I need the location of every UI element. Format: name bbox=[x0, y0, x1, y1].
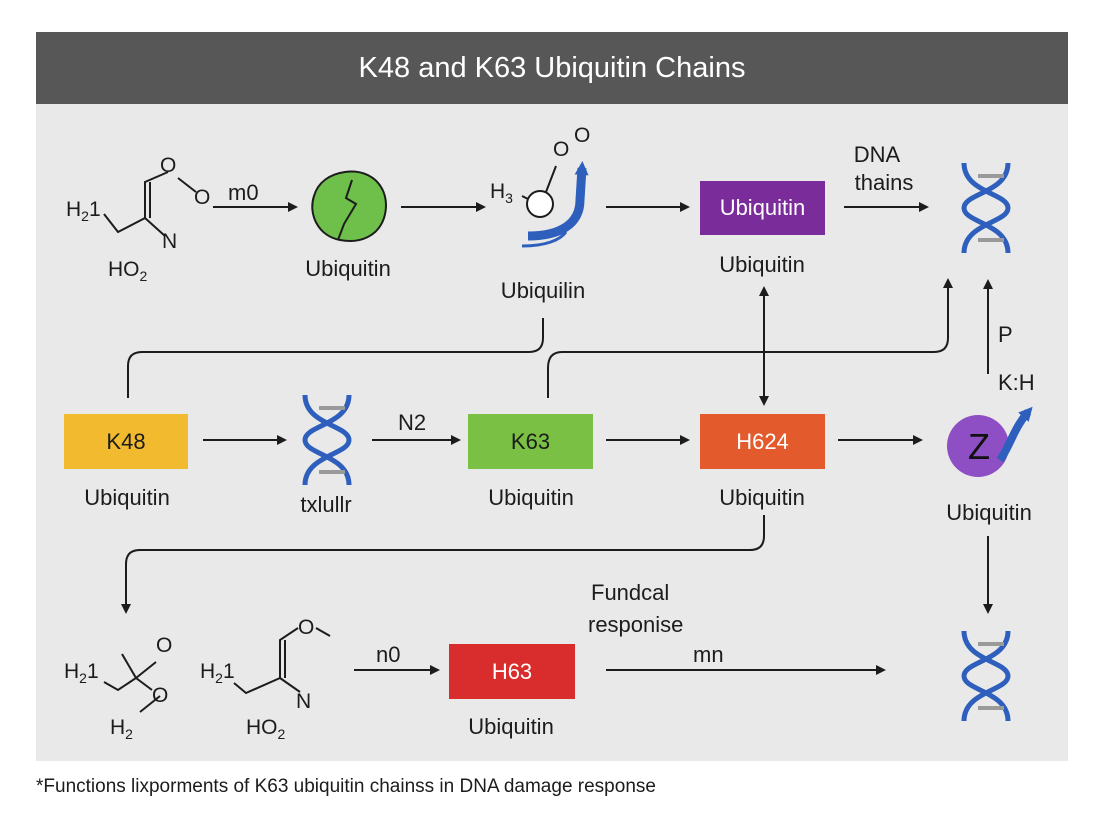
fund-label-2: responise bbox=[588, 612, 684, 637]
molecule-3-structure bbox=[103, 653, 161, 713]
h624-label: Ubiquitin bbox=[719, 485, 805, 510]
mol3-h2-label: H2 bbox=[110, 716, 133, 743]
dna-arrow-label-2: thains bbox=[854, 170, 914, 195]
dna-helix-icon bbox=[302, 394, 352, 486]
fund-label-1: Fundcal bbox=[591, 580, 670, 605]
mol2-label: Ubiquilin bbox=[500, 278, 586, 303]
mol2-h3-label: H3 bbox=[490, 180, 513, 207]
arrow1-label: m0 bbox=[228, 180, 259, 205]
k48-box: K48 bbox=[64, 414, 188, 469]
mol1-o-right: O bbox=[194, 186, 211, 209]
mn-label: mn bbox=[693, 642, 724, 667]
mol2-o2: O bbox=[574, 124, 591, 147]
z-glyph: Z bbox=[968, 426, 990, 467]
p-label: P bbox=[998, 322, 1013, 347]
k48-label: Ubiquitin bbox=[84, 485, 170, 510]
molecule-2-structure bbox=[521, 165, 557, 218]
z-label: Ubiquitin bbox=[946, 500, 1032, 525]
molecule-1-structure bbox=[103, 171, 197, 237]
mol4-h21-label: H21 bbox=[200, 660, 235, 687]
k63-box: K63 bbox=[468, 414, 593, 469]
mol3-h21-label: H21 bbox=[64, 660, 99, 687]
mol3-o2: O bbox=[152, 684, 169, 707]
connector-mol2-to-k48 bbox=[127, 318, 544, 398]
connector-h624-to-row3 bbox=[121, 515, 765, 614]
dna-helix-icon bbox=[961, 162, 1011, 254]
mol1-n: N bbox=[162, 230, 178, 253]
connector-k63-to-dna bbox=[547, 278, 953, 398]
green-protein-icon bbox=[311, 170, 387, 242]
diagram-title: K48 and K63 Ubiquitin Chains bbox=[36, 32, 1068, 104]
molecule-4-structure bbox=[233, 627, 331, 695]
footnote: *Functions lixporments of K63 ubiquitin … bbox=[36, 776, 656, 797]
h624-box: H624 bbox=[700, 414, 825, 469]
mol4-o: O bbox=[298, 616, 315, 639]
n2-label: N2 bbox=[398, 410, 427, 435]
mol1-o-top: O bbox=[160, 154, 177, 177]
purple-box-label: Ubiquitin bbox=[719, 252, 805, 277]
mol4-ho2-label: HO2 bbox=[246, 716, 286, 743]
dna-arrow-label-1: DNA bbox=[853, 142, 901, 167]
kh-label: K:H bbox=[998, 370, 1035, 395]
z-protein-icon bbox=[947, 406, 1033, 477]
ubiquitin-purple-box: Ubiquitin bbox=[700, 181, 825, 235]
curved-blue-arrow-icon bbox=[521, 161, 589, 248]
h63-label: Ubiquitin bbox=[468, 714, 554, 739]
dna-label: txlullr bbox=[300, 492, 352, 517]
mol3-o1: O bbox=[156, 634, 173, 657]
mol2-o1: O bbox=[553, 138, 570, 161]
mol4-n: N bbox=[296, 690, 312, 713]
dna-helix-icon bbox=[961, 630, 1011, 722]
green-protein-label: Ubiquitin bbox=[305, 256, 391, 281]
k63-label: Ubiquitin bbox=[488, 485, 574, 510]
mol1-ho2-label: HO2 bbox=[108, 258, 148, 285]
h63-box: H63 bbox=[449, 644, 575, 699]
n0-label: n0 bbox=[376, 642, 401, 667]
diagram-background bbox=[36, 32, 1068, 761]
mol1-h21-label: H21 bbox=[66, 198, 101, 225]
